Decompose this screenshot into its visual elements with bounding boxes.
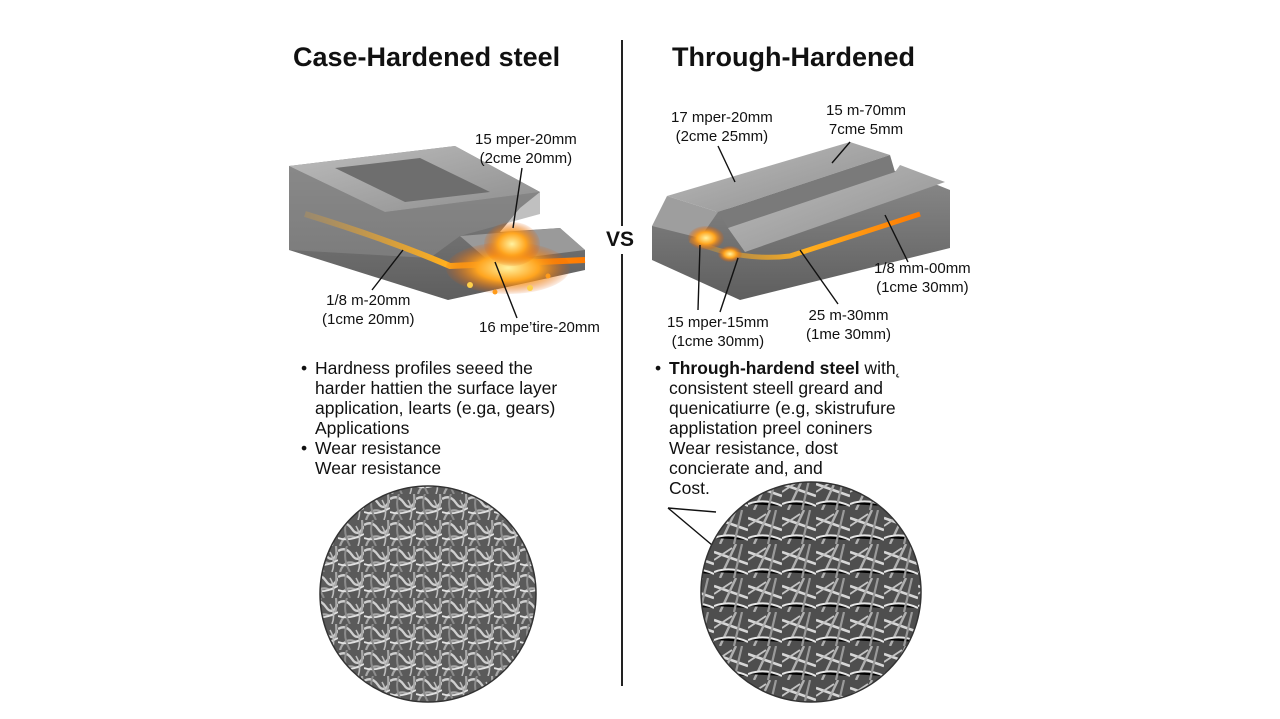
right-label-top-right: 15 m-70mm 7cme 5mm bbox=[826, 102, 907, 138]
left-microstructure bbox=[319, 485, 537, 703]
right-leader-lines bbox=[667, 141, 909, 546]
bullet-item: • Through-hardend steel with˛ bbox=[655, 358, 902, 378]
title-through-hardened: Through-Hardened bbox=[672, 42, 915, 72]
left-label-bottom-left: 1/8 m-20mm (1cme 20mm) bbox=[322, 292, 415, 328]
left-leader-lines bbox=[371, 167, 523, 319]
right-label-bottom-1: 15 mper-15mm (1cme 30mm) bbox=[667, 314, 769, 350]
bullet-item: • Wear resistance Wear resistance bbox=[301, 438, 442, 478]
title-case-hardened: Case-Hardened steel bbox=[293, 42, 561, 72]
right-label-right: 1/8 mm-00mm (1cme 30mm) bbox=[874, 260, 971, 296]
right-label-bottom-2: 25 m-30mm (1me 30mm) bbox=[806, 307, 892, 343]
bullet-item: • Hardness profiles seeed the harder hat… bbox=[301, 358, 558, 438]
case-hardened-block bbox=[289, 146, 586, 300]
left-label-bottom-right: 16 mpe’tire-20mm bbox=[479, 319, 600, 336]
right-bullet-list: • Through-hardend steel with˛ consistent… bbox=[655, 358, 945, 498]
vs-label: VS bbox=[606, 226, 635, 254]
left-label-top: 15 mper-20mm (2cme 20mm) bbox=[475, 131, 577, 167]
left-bullet-list: • Hardness profiles seeed the harder hat… bbox=[301, 358, 611, 478]
right-microstructure bbox=[700, 481, 922, 703]
right-label-top-left: 17 mper-20mm (2cme 25mm) bbox=[671, 109, 773, 145]
vertical-divider bbox=[621, 40, 623, 686]
